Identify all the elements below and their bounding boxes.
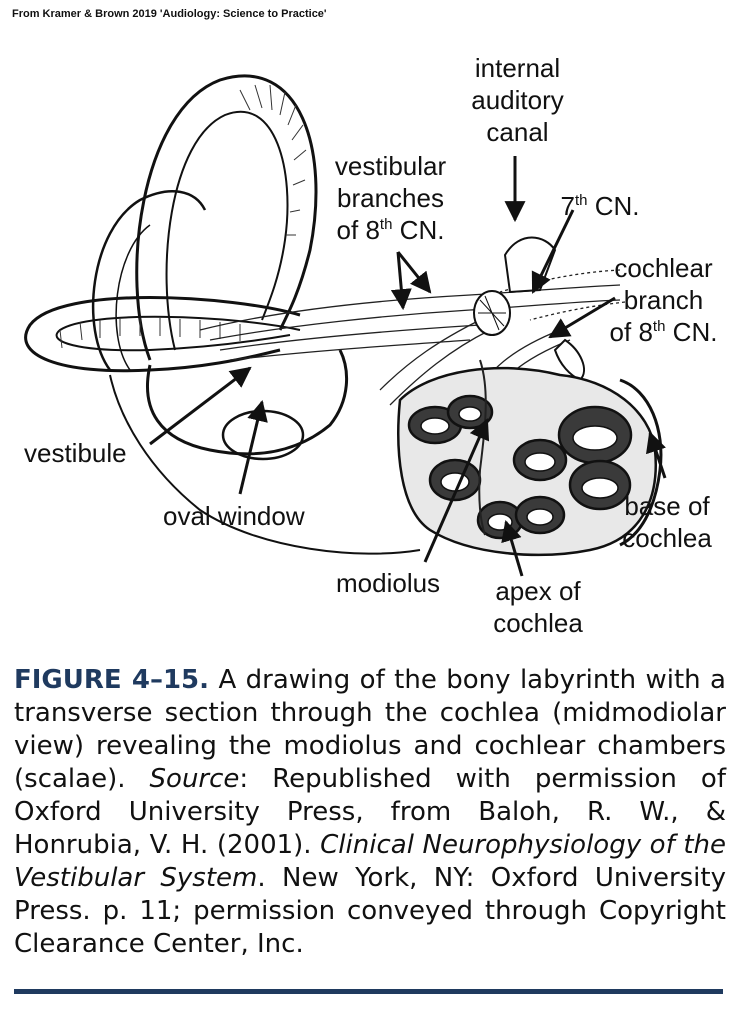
semicircular-canals [24, 74, 318, 373]
label-text: CN. [665, 317, 718, 347]
label-modiolus: modiolus [336, 568, 441, 598]
label-line: branch [623, 285, 704, 315]
label-internal-auditory-canal: internal auditory canal [455, 52, 580, 148]
label-vestibule: vestibule [24, 438, 127, 468]
label-line: vestibular [334, 151, 447, 181]
label-line: of 8th CN. [596, 316, 731, 348]
caption-source-label: Source [149, 764, 240, 794]
bony-labyrinth-drawing [24, 74, 667, 577]
label-line: cochlea [493, 608, 583, 638]
label-text: of 8 [609, 317, 653, 347]
label-text: 7 [560, 191, 575, 221]
figure-label: FIGURE 4–15. [14, 665, 210, 695]
label-line: apex of [495, 576, 581, 606]
label-seventh-cn: 7th CN. [545, 190, 655, 222]
label-text: of 8 [336, 215, 380, 245]
label-line: branches [337, 183, 444, 213]
label-arrows [149, 156, 667, 577]
label-text: CN. [587, 191, 640, 221]
label-superscript: th [574, 192, 588, 209]
source-note: From Kramer & Brown 2019 'Audiology: Sci… [12, 8, 327, 20]
label-superscript: th [652, 318, 666, 335]
label-base-of-cochlea: base of cochlea [612, 490, 722, 554]
label-line: base of [624, 491, 710, 521]
label-line: cochlea [622, 523, 712, 553]
label-line: cochlear [614, 253, 713, 283]
label-text: CN. [392, 215, 445, 245]
label-line: canal [486, 117, 549, 147]
label-line: auditory [471, 85, 564, 115]
label-apex-of-cochlea: apex of cochlea [478, 575, 598, 639]
label-line: of 8th CN. [318, 214, 463, 246]
label-cochlear-branch: cochlear branch of 8th CN. [596, 252, 731, 348]
modiolus-core [478, 359, 487, 536]
caption-text: A drawing of the bony labyrinth with a t… [14, 665, 726, 794]
nerve-cross-section [473, 236, 585, 382]
figure-caption: FIGURE 4–15. A drawing of the bony labyr… [14, 664, 726, 961]
caption-text: . New York, NY: Oxford University Press.… [14, 863, 726, 959]
bottom-rule [14, 989, 723, 994]
cochlea-section [397, 359, 663, 557]
caption-text: : Republished with permission of Oxford … [14, 764, 726, 860]
caption-book-title: Clinical Neurophysiology of the Vestibul… [14, 830, 726, 893]
label-line: internal [474, 53, 561, 83]
label-oval-window: oval window [163, 501, 305, 531]
canal-hatching [59, 84, 307, 349]
label-vestibular-branches: vestibular branches of 8th CN. [318, 150, 463, 246]
label-superscript: th [379, 216, 393, 233]
